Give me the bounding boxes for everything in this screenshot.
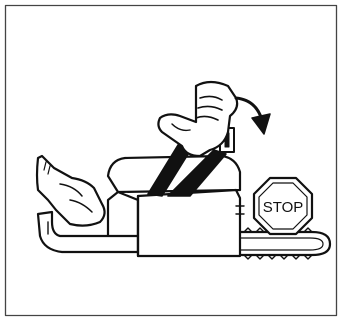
stop-sign: STOP <box>254 178 312 234</box>
stop-sign-label: STOP <box>263 199 304 216</box>
clutch-cover <box>138 190 240 256</box>
